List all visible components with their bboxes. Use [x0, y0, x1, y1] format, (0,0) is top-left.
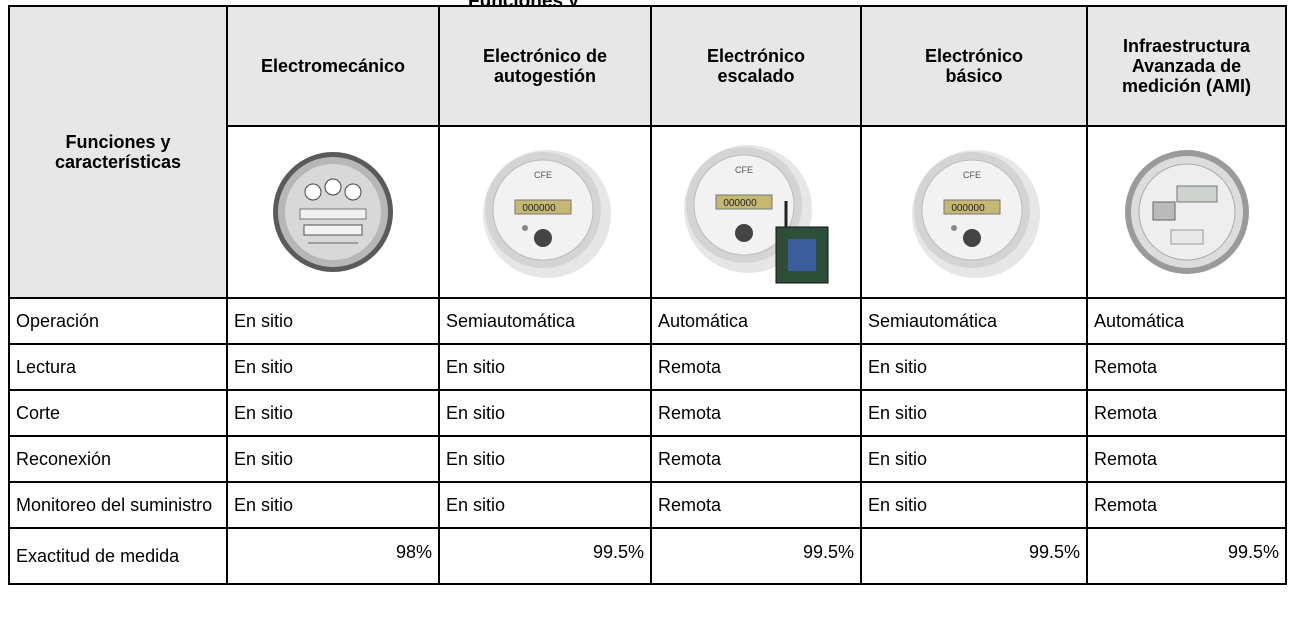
table-cell: Semiautomática	[860, 297, 1088, 345]
image-row: CFE 000000 CFE 000000	[9, 125, 1287, 299]
escalado-meter-cell: CFE 000000	[650, 125, 862, 299]
table-cell: En sitio	[860, 389, 1088, 437]
table-cell: 99.5%	[1086, 527, 1287, 585]
col-header-autogestion: Electrónico de autogestión	[438, 5, 652, 127]
col-header-electromecanico: Electromecánico	[226, 5, 440, 127]
table-row: Reconexión En sitio En sitio Remota En s…	[8, 435, 1287, 483]
table-cell: Semiautomática	[438, 297, 652, 345]
col-header-escalado: Electrónico escalado	[650, 5, 862, 127]
meter-display-value: 000000	[723, 198, 757, 209]
table-cell: Remota	[1086, 435, 1287, 483]
table-cell: Remota	[650, 343, 862, 391]
table-cell: Remota	[1086, 343, 1287, 391]
table-cell: Remota	[1086, 481, 1287, 529]
table-cell: 99.5%	[860, 527, 1088, 585]
ami-meter-icon	[1124, 150, 1249, 274]
table-cell: Automática	[1086, 297, 1287, 345]
table-cell: En sitio	[438, 481, 652, 529]
table-cell: En sitio	[226, 297, 440, 345]
table-row: Corte En sitio En sitio Remota En sitio …	[8, 389, 1287, 437]
row-label: Monitoreo del suministro	[8, 481, 228, 529]
table-row: Operación En sitio Semiautomática Automá…	[8, 297, 1287, 345]
table-row: Lectura En sitio En sitio Remota En siti…	[8, 343, 1287, 391]
table-row: Exactitud de medida 98% 99.5% 99.5% 99.5…	[8, 527, 1287, 585]
electronic-meter-icon: CFE 000000	[912, 150, 1040, 278]
row-label: Reconexión	[8, 435, 228, 483]
meter-display-value: 000000	[951, 203, 985, 214]
meter-comparison-table: Funciones y características Electromecán…	[8, 5, 1287, 585]
ami-meter-cell	[1086, 125, 1287, 299]
table-cell: 99.5%	[650, 527, 862, 585]
table-cell: Automática	[650, 297, 862, 345]
row-label: Corte	[8, 389, 228, 437]
col-header-basico: Electrónico básico	[860, 5, 1088, 127]
table-row: Monitoreo del suministro En sitio En sit…	[8, 481, 1287, 529]
table-cell: En sitio	[226, 343, 440, 391]
header-row: Funciones y características Electromecán…	[8, 5, 1287, 299]
meter-display-value: 000000	[522, 203, 556, 214]
electromechanical-meter-icon	[273, 152, 393, 272]
table-cell: En sitio	[438, 435, 652, 483]
table-cell: Remota	[650, 481, 862, 529]
row-label: Operación	[8, 297, 228, 345]
table-cell: Remota	[1086, 389, 1287, 437]
row-label: Exactitud de medida	[8, 527, 228, 585]
table-cell: En sitio	[226, 389, 440, 437]
table-cell: 98%	[226, 527, 440, 585]
table-cell: En sitio	[226, 435, 440, 483]
table-cell: En sitio	[438, 389, 652, 437]
table-cell: Remota	[650, 389, 862, 437]
table-cell: En sitio	[438, 343, 652, 391]
corner-header: Funciones y características	[8, 5, 228, 299]
table-cell: Remota	[650, 435, 862, 483]
col-header-ami: Infraestructura Avanzada de medición (AM…	[1086, 5, 1287, 127]
meter-brand-label: CFE	[963, 170, 981, 180]
electromechanical-meter-cell	[226, 125, 440, 299]
table-cell: En sitio	[860, 435, 1088, 483]
basico-meter-cell: CFE 000000	[860, 125, 1088, 299]
electronic-meter-icon: CFE 000000	[483, 150, 611, 278]
table-cell: 99.5%	[438, 527, 652, 585]
table-cell: En sitio	[860, 481, 1088, 529]
autogestion-meter-cell: CFE 000000	[438, 125, 652, 299]
electronic-meter-with-module-icon: CFE 000000	[684, 145, 829, 284]
row-label: Lectura	[8, 343, 228, 391]
table-cell: En sitio	[860, 343, 1088, 391]
table-cell: En sitio	[226, 481, 440, 529]
meter-brand-label: CFE	[534, 170, 552, 180]
meter-brand-label: CFE	[735, 165, 753, 175]
